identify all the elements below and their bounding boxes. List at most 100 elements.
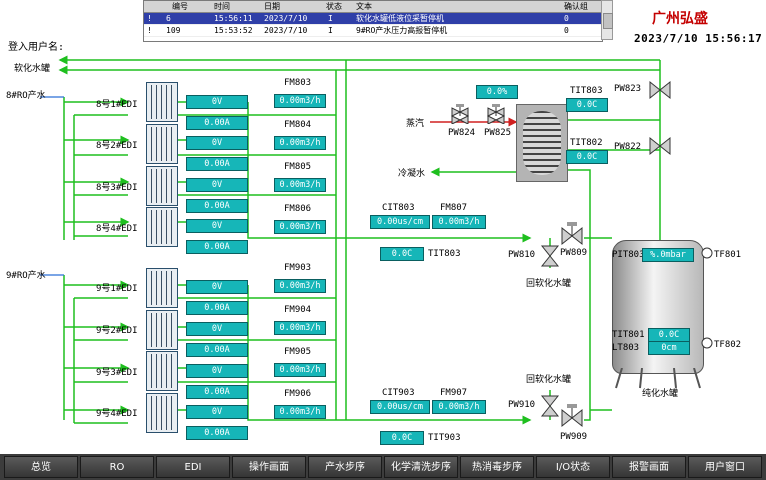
valve-pw910-icon[interactable] <box>538 394 562 418</box>
edi-voltage-display: 0V <box>186 219 248 233</box>
flowmeter-tag: FM806 <box>284 204 312 214</box>
edi-label: 8号2#EDI <box>96 141 138 151</box>
flowmeter-display: 0.00m3/h <box>274 363 326 377</box>
edi-current-display: 0.00A <box>186 157 248 171</box>
edi-stack-icon[interactable] <box>146 351 178 391</box>
nav-user-window-button[interactable]: 用户窗口 <box>688 456 762 478</box>
nav-alarm-button[interactable]: 报警画面 <box>612 456 686 478</box>
login-user-label[interactable]: 登入用户名: <box>8 42 65 53</box>
edi-stack-icon[interactable] <box>146 82 178 122</box>
edi-label: 9号4#EDI <box>96 409 138 419</box>
tit803-tag: TIT803 <box>428 249 461 259</box>
flowmeter-tag: FM903 <box>284 263 312 273</box>
edi-stack-icon[interactable] <box>146 268 178 308</box>
company-title: 广州弘盛 <box>652 11 708 27</box>
flowmeter-display: 0.00m3/h <box>274 279 326 293</box>
tf801-tag: TF801 <box>714 250 742 260</box>
valve-pw810-icon[interactable] <box>538 244 562 268</box>
valve-pw909-icon[interactable] <box>560 404 584 428</box>
nav-operation-button[interactable]: 操作画面 <box>232 456 306 478</box>
nav-edi-button[interactable]: EDI <box>156 456 230 478</box>
pw809-tag: PW809 <box>560 248 588 258</box>
nav-chemical-cleaning-button[interactable]: 化学清洗步序 <box>384 456 458 478</box>
nav-io-status-button[interactable]: I/O状态 <box>536 456 610 478</box>
edi-label: 9号1#EDI <box>96 284 138 294</box>
datetime-display: 2023/7/10 15:56:17 <box>634 32 763 45</box>
alarm-flag: ! <box>147 14 152 23</box>
fm807-tag: FM807 <box>440 203 468 213</box>
edi-current-display: 0.00A <box>186 426 248 440</box>
tit903-display: 0.0C <box>380 431 424 445</box>
pw822-tag: PW822 <box>614 142 642 152</box>
nav-production-steps-button[interactable]: 产水步序 <box>308 456 382 478</box>
cit903-display: 0.00us/cm <box>370 400 430 414</box>
alarm-row[interactable]: ! 109 15:53:52 2023/7/10 I 9#RO产水压力高报暂停机… <box>144 25 602 37</box>
edi-stack-icon[interactable] <box>146 393 178 433</box>
edi-voltage-display: 0V <box>186 280 248 294</box>
alarm-state: I <box>328 14 333 23</box>
edi-stack-icon[interactable] <box>146 166 178 206</box>
edi-label: 8号3#EDI <box>96 183 138 193</box>
edi-label: 9号2#EDI <box>96 326 138 336</box>
flowmeter-display: 0.00m3/h <box>274 94 326 108</box>
ro8-product-label: 8#RO产水 <box>6 91 46 101</box>
level-switch-tf802-icon <box>701 337 713 349</box>
tit803b-display: 0.0C <box>566 98 608 112</box>
flowmeter-display: 0.00m3/h <box>274 220 326 234</box>
tit803-display: 0.0C <box>380 247 424 261</box>
edi-stack-icon[interactable] <box>146 207 178 247</box>
alarm-state: I <box>328 26 333 35</box>
flowmeter-tag: FM905 <box>284 347 312 357</box>
ro9-product-label: 9#RO产水 <box>6 271 46 281</box>
edi-voltage-display: 0V <box>186 136 248 150</box>
valve-pw809-icon[interactable] <box>560 222 584 246</box>
lt803-display: 0cm <box>648 341 690 355</box>
tit803b-tag: TIT803 <box>570 86 603 96</box>
alarm-col-state: 状态 <box>326 2 342 11</box>
flowmeter-display: 0.00m3/h <box>274 136 326 150</box>
tit801-tag: TIT801 <box>612 330 645 340</box>
steam-percent-display: 0.0% <box>476 85 518 99</box>
valve-pw823-icon[interactable] <box>648 78 672 102</box>
nav-heat-disinfection-button[interactable]: 热消毒步序 <box>460 456 534 478</box>
pit803-display: %.0mbar <box>642 248 694 262</box>
alarm-col-group: 确认组 <box>564 2 588 11</box>
alarm-row[interactable]: ! 6 15:56:11 2023/7/10 I 软化水罐低液位采暂停机 0 <box>144 13 602 25</box>
alarm-id: 6 <box>166 14 171 23</box>
edi-stack-icon[interactable] <box>146 310 178 350</box>
edi-stack-icon[interactable] <box>146 124 178 164</box>
edi-label: 9号3#EDI <box>96 368 138 378</box>
pw910-tag: PW910 <box>508 400 536 410</box>
nav-ro-button[interactable]: RO <box>80 456 154 478</box>
heat-exchanger-icon <box>516 104 568 182</box>
scrollbar-thumb[interactable] <box>603 13 613 29</box>
steam-label: 蒸汽 <box>406 119 425 129</box>
alarm-date: 2023/7/10 <box>264 14 308 23</box>
alarm-col-date: 日期 <box>264 2 280 11</box>
valve-pw825-icon[interactable] <box>486 104 506 124</box>
alarm-scrollbar[interactable] <box>601 0 613 40</box>
flowmeter-tag: FM904 <box>284 305 312 315</box>
pit803-tag: PIT803 <box>612 250 645 260</box>
condensate-label: 冷凝水 <box>398 169 426 179</box>
valve-pw824-icon[interactable] <box>450 104 470 124</box>
alarm-time: 15:56:11 <box>214 14 253 23</box>
fm907-tag: FM907 <box>440 388 468 398</box>
return-soft-tank-label: 回软化水罐 <box>526 375 572 385</box>
nav-overview-button[interactable]: 总览 <box>4 456 78 478</box>
edi-voltage-display: 0V <box>186 364 248 378</box>
alarm-id: 109 <box>166 26 181 35</box>
tit802-display: 0.0C <box>566 150 608 164</box>
flowmeter-display: 0.00m3/h <box>274 321 326 335</box>
tf802-tag: TF802 <box>714 340 742 350</box>
tank-legs-icon <box>615 368 701 389</box>
cit803-tag: CIT803 <box>382 203 415 213</box>
valve-pw822-icon[interactable] <box>648 134 672 158</box>
alarm-table[interactable]: 编号 时间 日期 状态 文本 确认组 ! 6 15:56:11 2023/7/1… <box>143 0 603 42</box>
edi-voltage-display: 0V <box>186 405 248 419</box>
lt803-tag: LT803 <box>612 343 640 353</box>
pw824-tag: PW824 <box>448 128 476 138</box>
piping-diagram <box>40 55 661 425</box>
edi-label: 8号4#EDI <box>96 224 138 234</box>
tank-name-label: 纯化水罐 <box>642 389 679 399</box>
